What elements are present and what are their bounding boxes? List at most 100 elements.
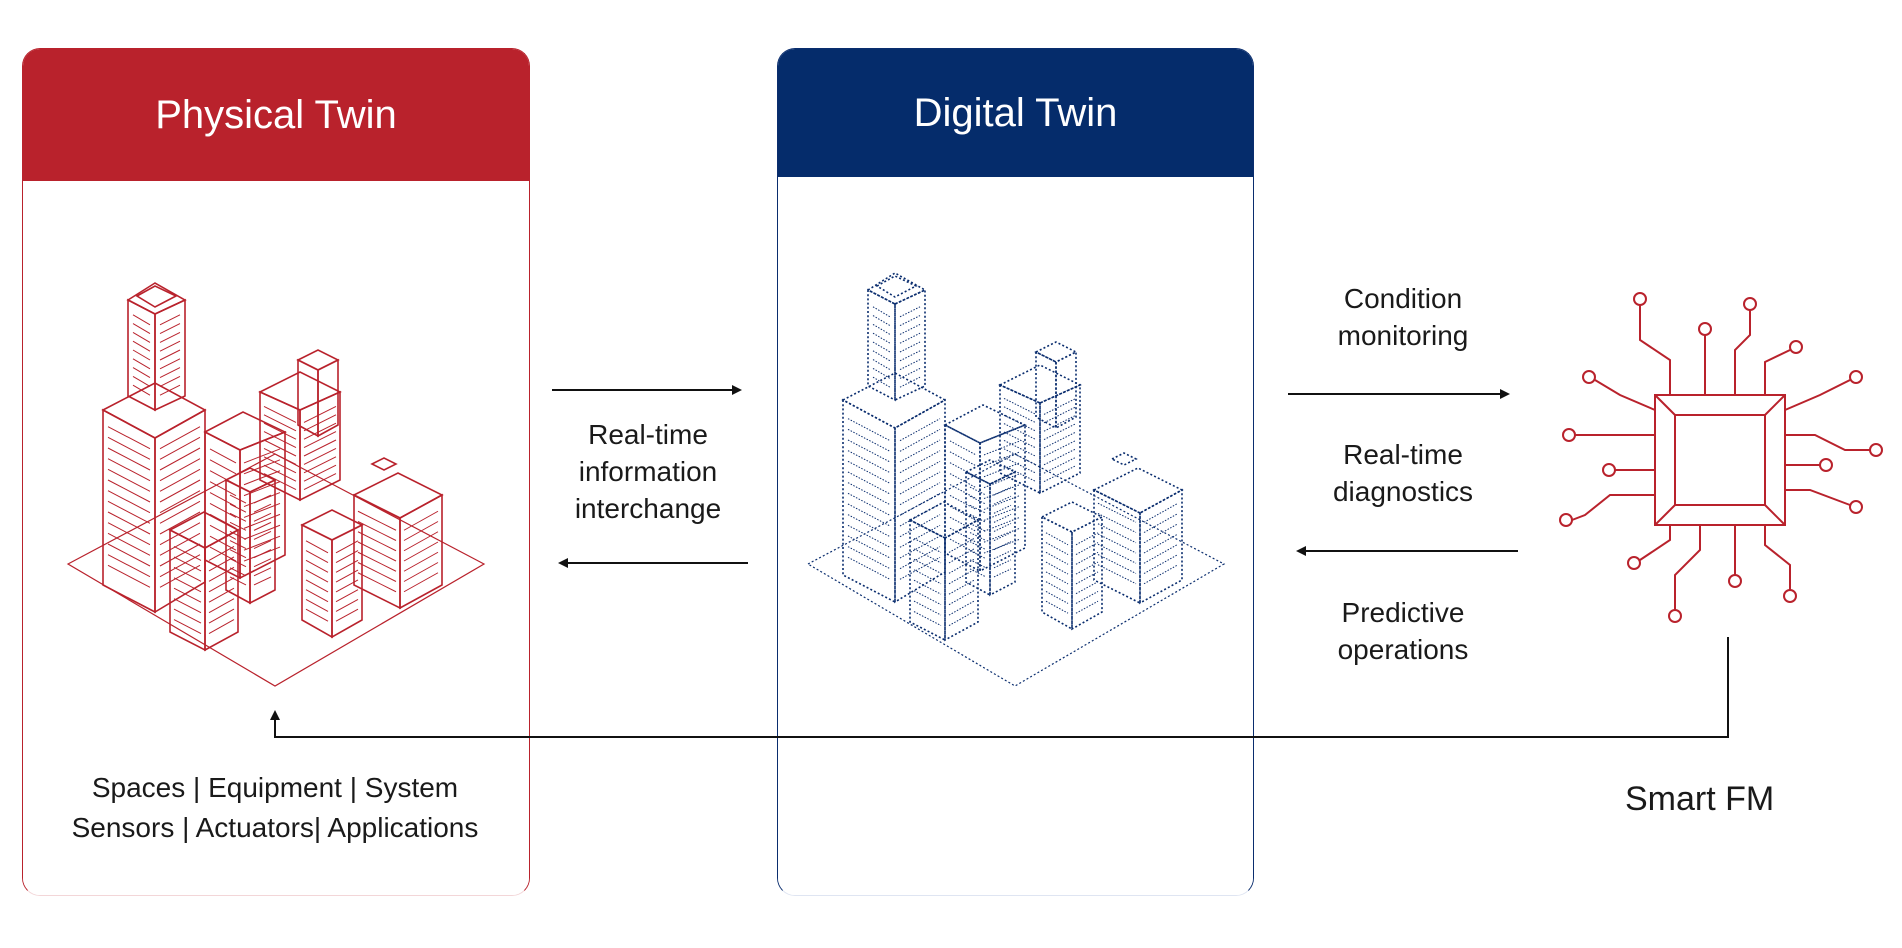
window-row	[263, 414, 297, 432]
circuit-chip-icon	[1559, 292, 1883, 623]
window-row	[993, 532, 1012, 541]
window-row	[1043, 406, 1077, 424]
window-row	[303, 447, 337, 465]
window-row	[983, 494, 1021, 510]
window-row	[243, 513, 281, 529]
condition-line2: monitoring	[1337, 320, 1469, 351]
window-row	[209, 503, 237, 518]
window-row	[229, 531, 247, 540]
window-row	[243, 535, 281, 551]
window-row	[899, 556, 941, 580]
window-row	[1143, 523, 1179, 544]
window-row	[993, 559, 1012, 569]
window-row	[1075, 600, 1099, 614]
window-row	[872, 323, 891, 335]
window-row	[1045, 581, 1069, 595]
window-row	[107, 426, 151, 450]
window-row	[335, 579, 359, 593]
window-row	[993, 523, 1012, 532]
window-row	[403, 521, 439, 541]
window-row	[107, 500, 151, 524]
window-row	[899, 323, 921, 335]
window-row	[208, 587, 235, 603]
building	[300, 509, 364, 639]
window-row	[208, 577, 235, 593]
window-row	[253, 494, 272, 504]
window-row	[208, 556, 235, 572]
window-row	[229, 558, 247, 568]
window-row	[949, 462, 977, 478]
physical-caption-line1: Spaces | Equipment | System	[91, 772, 459, 803]
window-row	[107, 447, 151, 471]
window-row	[263, 473, 297, 491]
window-row	[913, 548, 942, 564]
window-row	[229, 512, 247, 522]
window-row	[1003, 406, 1037, 424]
window-row	[913, 600, 942, 616]
building	[964, 459, 1017, 597]
window-row	[993, 513, 1012, 523]
window-row	[1045, 551, 1069, 565]
window-row	[107, 490, 151, 514]
window-row	[357, 572, 397, 593]
window-row	[1075, 571, 1099, 585]
window-row	[1143, 513, 1179, 533]
window-row	[847, 428, 891, 452]
window-row	[159, 436, 201, 460]
window-row	[899, 428, 941, 452]
window-row	[209, 481, 237, 497]
building	[203, 349, 342, 580]
window-row	[132, 340, 151, 352]
window-row	[899, 306, 921, 318]
window-row	[403, 531, 439, 552]
window-row	[208, 619, 235, 634]
window-row	[847, 471, 891, 495]
city-buildings-red-icon	[66, 282, 486, 687]
window-row	[847, 460, 891, 484]
window-row	[335, 589, 359, 603]
window-row	[173, 598, 202, 614]
window-row	[208, 598, 235, 614]
window-row	[403, 541, 439, 562]
window-row	[229, 567, 247, 577]
building	[1040, 501, 1104, 631]
window-row	[1097, 554, 1137, 574]
window-row	[263, 422, 297, 440]
window-row	[872, 341, 891, 353]
window-row	[899, 535, 941, 559]
window-row	[209, 470, 237, 486]
window-row	[872, 367, 891, 379]
window-row	[132, 358, 151, 370]
window-row	[335, 599, 359, 612]
window-row	[983, 527, 1021, 543]
interchange-line2: information	[578, 456, 718, 487]
building	[168, 511, 240, 652]
window-row	[1043, 431, 1077, 449]
window-row	[159, 543, 201, 567]
window-row	[209, 546, 237, 562]
window-row	[303, 464, 337, 482]
window-row	[949, 484, 977, 499]
window-row	[229, 540, 247, 549]
card-fade	[23, 757, 529, 895]
building	[908, 501, 980, 642]
window-row	[107, 468, 151, 492]
window-row	[899, 524, 941, 548]
window-row	[948, 611, 975, 626]
window-row	[993, 550, 1012, 560]
window-row	[173, 546, 202, 561]
window-row	[159, 458, 201, 482]
window-row	[208, 608, 235, 624]
window-row	[159, 468, 201, 492]
window-row	[305, 550, 329, 563]
window-row	[913, 538, 942, 553]
window-row	[1075, 551, 1099, 565]
window-row	[913, 569, 942, 585]
window-row	[913, 558, 942, 574]
window-row	[969, 495, 987, 505]
window-row	[983, 484, 1021, 500]
window-row	[357, 541, 397, 562]
window-row	[1043, 397, 1077, 415]
window-row	[983, 505, 1021, 521]
window-row	[899, 471, 941, 495]
